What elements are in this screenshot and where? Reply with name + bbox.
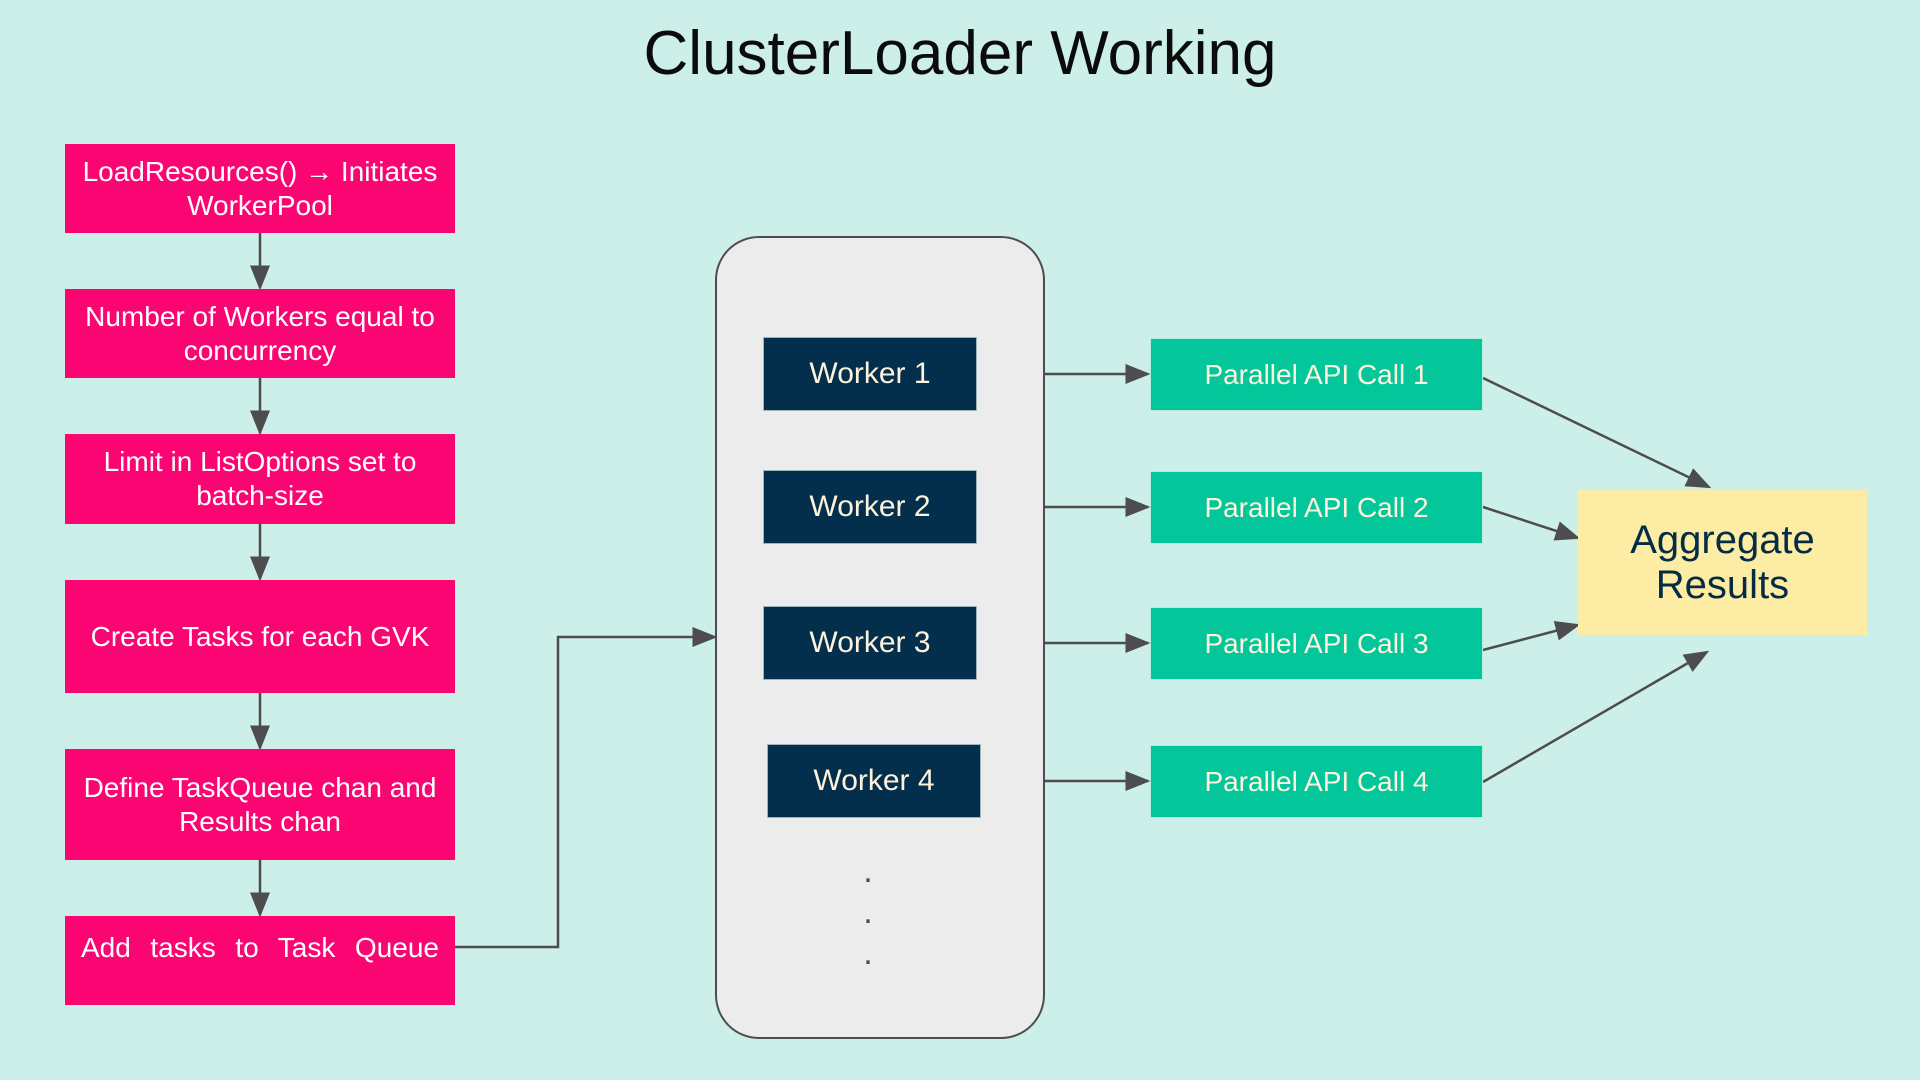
worker-box-2[interactable]: Worker 2 (763, 470, 977, 544)
flow-step-load-resources[interactable]: LoadResources() → Initiates WorkerPool (65, 144, 455, 233)
flow-step-label: LoadResources() → Initiates WorkerPool (82, 155, 438, 221)
worker-label: Worker 3 (809, 626, 931, 659)
aggregate-results-box[interactable]: Aggregate Results (1578, 490, 1867, 635)
worker-box-4[interactable]: Worker 4 (767, 744, 981, 818)
worker-box-3[interactable]: Worker 3 (763, 606, 977, 680)
aggregate-results-label: Aggregate Results (1630, 517, 1815, 607)
worker-label: Worker 2 (809, 490, 931, 523)
flow-step-number-of-workers[interactable]: Number of Workers equal to concurrency (65, 289, 455, 378)
flow-step-label: Limit in ListOptions set to batch-size (103, 446, 417, 511)
flow-step-create-tasks[interactable]: Create Tasks for each GVK (65, 580, 455, 693)
flow-step-label: Create Tasks for each GVK (90, 620, 430, 652)
worker-box-1[interactable]: Worker 1 (763, 337, 977, 411)
api-call-label: Parallel API Call 1 (1204, 358, 1429, 390)
worker-ellipsis-dot-3: . (863, 934, 873, 972)
api-call-box-2[interactable]: Parallel API Call 2 (1150, 471, 1483, 544)
flow-step-define-channels[interactable]: Define TaskQueue chan and Results chan (65, 749, 455, 860)
page-title: ClusterLoader Working (643, 19, 1277, 88)
tasks-to-pool-arrow (455, 627, 718, 949)
worker-label: Worker 1 (809, 357, 931, 390)
flow-step-limit-listoptions[interactable]: Limit in ListOptions set to batch-size (65, 434, 455, 524)
worker-ellipsis-dot-1: . (863, 852, 873, 890)
api-call-box-4[interactable]: Parallel API Call 4 (1150, 745, 1483, 818)
flow-step-label: Number of Workers equal to concurrency (85, 300, 435, 366)
worker-ellipsis-dot-2: . (863, 893, 873, 931)
api-call-box-3[interactable]: Parallel API Call 3 (1150, 607, 1483, 680)
flow-step-label: Add tasks to Task Queue (81, 932, 439, 963)
flow-step-add-tasks[interactable]: Add tasks to Task Queue (65, 916, 455, 1005)
api-call-label: Parallel API Call 4 (1204, 765, 1429, 797)
worker-label: Worker 4 (813, 764, 935, 797)
flow-step-label: Define TaskQueue chan and Results chan (83, 771, 437, 837)
api-call-label: Parallel API Call 2 (1204, 491, 1429, 523)
api-call-label: Parallel API Call 3 (1204, 627, 1429, 659)
api-call-box-1[interactable]: Parallel API Call 1 (1150, 338, 1483, 411)
